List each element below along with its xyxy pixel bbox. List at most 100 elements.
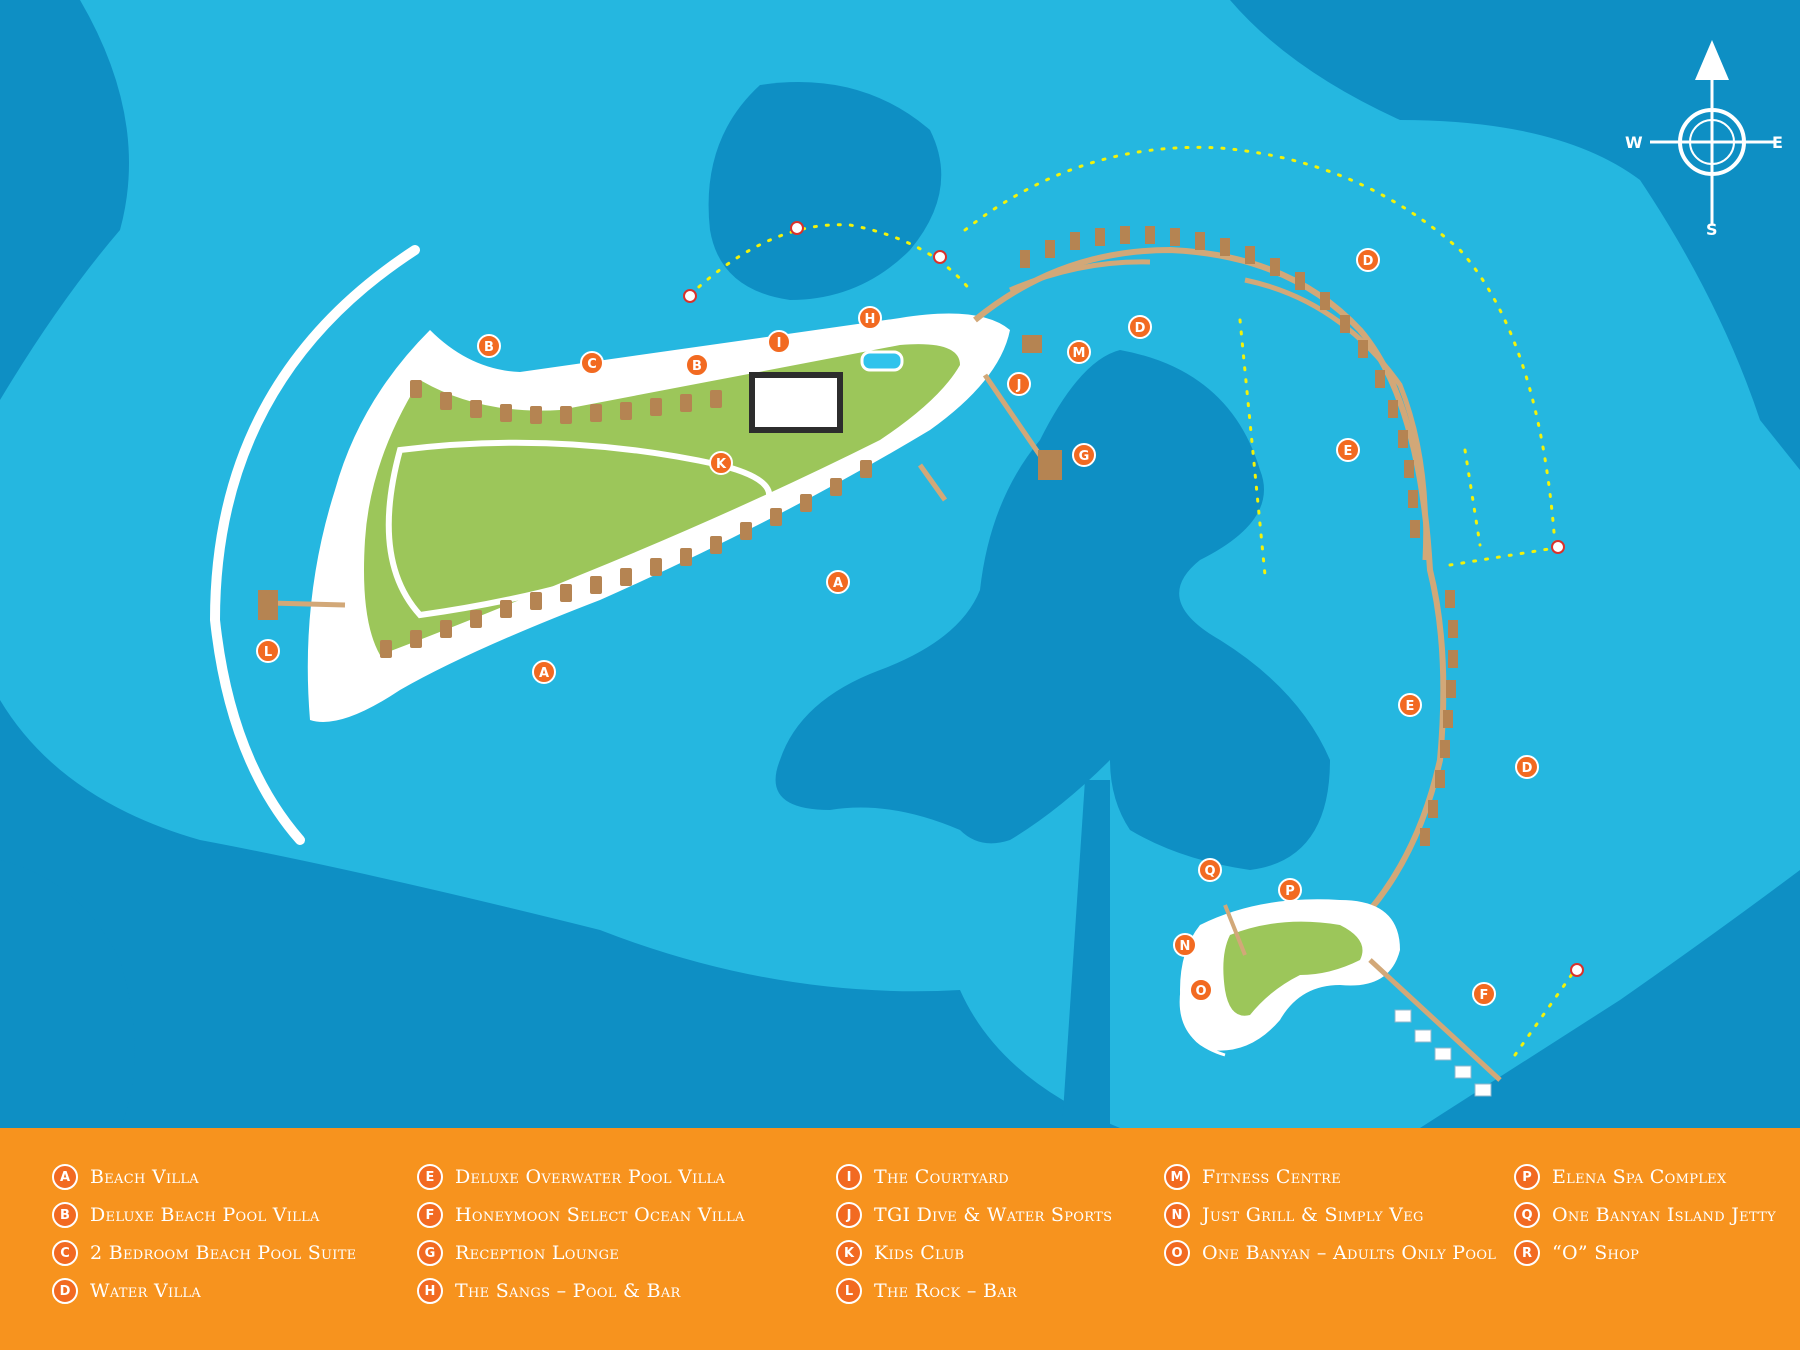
map-marker-a-2[interactable]: A [532,660,556,684]
map-marker-i[interactable]: I [767,330,791,354]
legend-item-f: F Honeymoon Select Ocean Villa [417,1196,745,1234]
map-marker-q[interactable]: Q [1198,858,1222,882]
map-marker-k[interactable]: K [709,451,733,475]
map-markers: A A B B C D D D E E F G H I J K L M N O … [256,248,1539,1006]
legend-badge: E [417,1164,443,1190]
reception-hut [1038,450,1062,480]
inner-deep-pool-north [708,82,942,300]
map-marker-d-3[interactable]: D [1515,755,1539,779]
compass-east: E [1772,133,1783,152]
legend-badge: P [1514,1164,1540,1190]
honeymoon-villas [1394,1009,1492,1097]
map-marker-c[interactable]: C [580,351,604,375]
buoys [683,221,1584,977]
svg-text:E: E [1344,444,1353,459]
inner-deep-pool-center [775,350,1330,870]
legend-badge: O [1164,1240,1190,1266]
svg-text:H: H [865,312,876,327]
map-marker-j[interactable]: J [1007,372,1031,396]
legend-label: One Banyan Island Jetty [1552,1204,1777,1226]
compass-west: W [1625,133,1643,152]
legend-badge: Q [1514,1202,1540,1228]
lagoon [0,0,1800,1128]
map-marker-m[interactable]: M [1067,340,1091,364]
honeymoon-villa-jetty [1368,958,1502,1082]
map-marker-l[interactable]: L [256,639,280,663]
jetty-kids-area [917,463,948,502]
deep-edge-west [0,860,135,1128]
legend-badge: B [52,1202,78,1228]
map-marker-p[interactable]: P [1278,878,1302,902]
pool-sangs [860,350,904,372]
legend-item-d: D Water Villa [52,1272,356,1310]
map-marker-d-1[interactable]: D [1356,248,1380,272]
svg-text:F: F [1480,988,1489,1003]
small-island-reef [1179,989,1226,1057]
legend-label: Honeymoon Select Ocean Villa [455,1204,745,1226]
legend-label: Water Villa [90,1280,202,1302]
svg-text:D: D [1135,321,1146,336]
svg-text:A: A [539,666,549,681]
map-marker-d-2[interactable]: D [1128,315,1152,339]
island-jetty [1223,904,1247,956]
legend-label: TGI Dive & Water Sports [874,1204,1113,1226]
svg-text:D: D [1522,761,1533,776]
arrow-north-icon [1695,40,1729,80]
legend-label: The Courtyard [874,1166,1009,1188]
legend-badge: F [417,1202,443,1228]
map-marker-b-2[interactable]: B [685,353,709,377]
legend-label: Just Grill & Simply Veg [1202,1204,1424,1226]
map-marker-e-1[interactable]: E [1336,438,1360,462]
legend-badge: A [52,1164,78,1190]
svg-text:K: K [716,457,727,472]
legend-item-o: O One Banyan – Adults Only Pool [1164,1234,1496,1272]
water-villas [1020,226,1458,846]
svg-text:M: M [1073,346,1086,361]
legend-label: The Sangs – Pool & Bar [455,1280,681,1302]
map-marker-e-2[interactable]: E [1398,693,1422,717]
legend-badge: K [836,1240,862,1266]
svg-text:O: O [1195,984,1206,999]
map-marker-n[interactable]: N [1173,933,1197,957]
beach-villas-row [380,380,872,658]
map-marker-f[interactable]: F [1472,982,1496,1006]
svg-text:G: G [1079,449,1090,464]
svg-text:P: P [1285,884,1295,899]
svg-text:J: J [1016,378,1022,393]
legend-badge: J [836,1202,862,1228]
map-marker-a-1[interactable]: A [826,570,850,594]
legend-badge: D [52,1278,78,1304]
courtyard-building [749,372,843,433]
legend-label: Reception Lounge [455,1242,620,1264]
svg-text:L: L [264,645,272,660]
rock-bar-hut [258,590,278,620]
legend-item-r: R“O” Shop [1514,1234,1776,1272]
map-marker-b-1[interactable]: B [477,334,501,358]
map-marker-h[interactable]: H [858,306,882,330]
map-marker-g[interactable]: G [1072,443,1096,467]
svg-text:Q: Q [1204,864,1215,879]
legend-label: 2 Bedroom Beach Pool Suite [90,1242,357,1264]
svg-text:A: A [833,576,843,591]
compass-south: S [1706,220,1718,239]
walkway-branch [1009,259,1151,293]
map-marker-o[interactable]: O [1189,978,1213,1002]
legend-label: One Banyan – Adults Only Pool [1202,1242,1497,1264]
